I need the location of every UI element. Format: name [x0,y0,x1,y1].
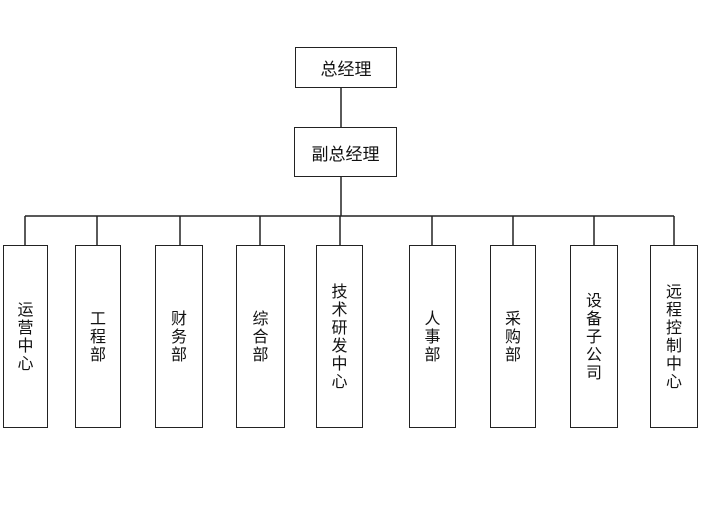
dept-node-label: 综合部 [252,308,269,364]
dept-node-label: 运营中心 [17,299,34,373]
dept-node-finance: 财务部 [155,245,203,428]
dept-node-equipment-subsidiary: 设备子公司 [570,245,618,428]
dept-node-label: 设备子公司 [585,290,602,382]
root-node: 总经理 [295,47,397,88]
dept-node-rnd-center: 技术研发中心 [316,245,363,428]
dept-node-label: 财务部 [170,308,187,364]
dept-node-label: 人事部 [424,308,441,364]
dept-node-procurement: 采购部 [490,245,536,428]
dept-node-label: 技术研发中心 [331,281,348,391]
dept-node-label: 远程控制中心 [665,281,682,391]
deputy-node: 副总经理 [294,127,397,177]
dept-node-remote-control-center: 远程控制中心 [650,245,698,428]
root-node-label: 总经理 [320,60,372,80]
dept-node-engineering: 工程部 [75,245,121,428]
deputy-node-label: 副总经理 [311,144,380,165]
dept-node-label: 采购部 [504,308,521,364]
dept-node-label: 工程部 [89,308,106,364]
dept-node-hr: 人事部 [409,245,456,428]
dept-node-ops-center: 运营中心 [3,245,48,428]
dept-node-general-affairs: 综合部 [236,245,285,428]
